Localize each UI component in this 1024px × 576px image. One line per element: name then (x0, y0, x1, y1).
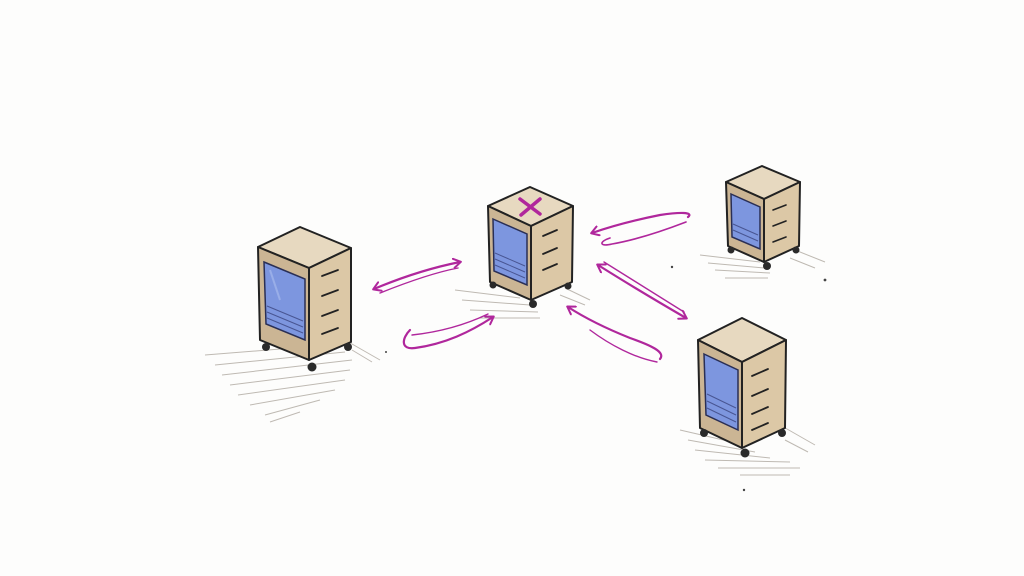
server-left (257, 226, 352, 372)
server-top-right-shadow (699, 249, 826, 279)
server-bottom-right-slots (751, 368, 769, 431)
server-top-right (725, 165, 801, 270)
x-mark-icon (518, 197, 542, 217)
arrow-bottomright-to-center-curved (568, 307, 663, 361)
server-left-side (308, 247, 352, 361)
arrow-left-to-center-curved-second-line (411, 313, 489, 336)
server-top-right-panel (730, 192, 761, 251)
arrow-center-bottomright-double-second-line (603, 261, 685, 313)
server-left-slots (321, 269, 339, 335)
arrow-bottomright-to-center-curved-second-line (589, 329, 658, 363)
server-left-wheels (262, 343, 352, 372)
server-center-side (530, 205, 574, 301)
arrow-left-to-center-curved (402, 317, 493, 350)
arrow-center-left-double (374, 262, 460, 289)
arrow-center-bottomright-double (598, 265, 686, 318)
server-bottom-right-wheels (700, 429, 786, 458)
server-bottom-right (697, 317, 787, 458)
arrows (374, 211, 691, 363)
ink-specks (385, 265, 827, 492)
server-center-slots (542, 229, 558, 271)
arrow-topright-to-center-curved (592, 211, 691, 233)
server-center (487, 186, 574, 308)
arrow-topright-to-center-curved-second-line (601, 221, 687, 246)
server-center-wheels (489, 281, 572, 308)
arrow-center-left-double-second-line (379, 267, 459, 294)
server-bottom-right-side (741, 339, 787, 449)
server-top-right-slots (772, 204, 787, 243)
server-center-panel (492, 217, 528, 287)
server-top-right-wheels (727, 246, 800, 270)
